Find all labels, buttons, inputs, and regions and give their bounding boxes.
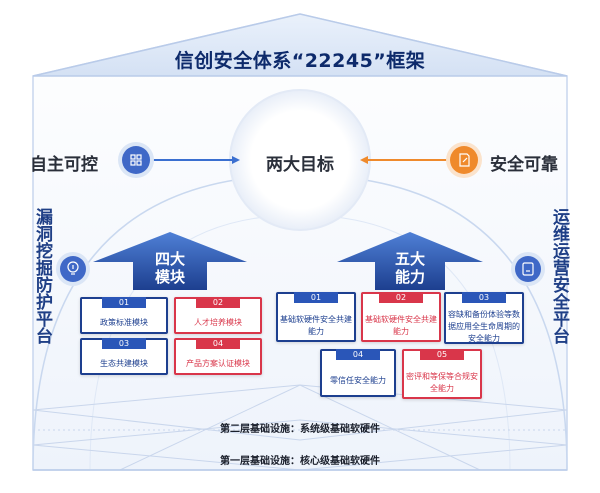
card-label: 人才培养模块 (194, 318, 242, 327)
card-label: 政策标准模块 (100, 318, 148, 327)
grid-icon (122, 146, 150, 174)
module-card-03: 03 生态共建模块 (80, 338, 168, 375)
card-line1: 容缺和备份体验等数 (448, 310, 520, 319)
card-number: 05 (420, 349, 464, 360)
capabilities-heading: 五大 能力 (375, 250, 445, 286)
capability-card-02: 02 基础软硬件安全共建 能力 (361, 292, 441, 342)
capabilities-heading-line1: 五大 (394, 250, 425, 268)
card-number: 02 (379, 292, 423, 303)
modules-heading: 四大 模块 (133, 250, 207, 286)
document-edit-icon (450, 146, 478, 174)
goal-right-label: 安全可靠 (490, 155, 558, 175)
badge-icon (515, 256, 541, 282)
capability-card-03: 03 容缺和备份体验等数 据应用全生命周期的 安全能力 (444, 292, 524, 344)
card-line1: 基础软硬件安全共建 (365, 315, 437, 324)
module-card-01: 01 政策标准模块 (80, 297, 168, 334)
page-title: 信创安全体系“22245”框架 (174, 50, 426, 72)
card-number: 02 (196, 297, 240, 308)
card-line2: 能力 (308, 327, 324, 336)
card-line1: 密评和等保等合规安 (406, 372, 478, 381)
card-label: 产品方案认证模块 (186, 359, 250, 368)
layer-second-label: 第二层基础设施：系统级基础软硬件 (220, 424, 380, 435)
capability-card-05: 05 密评和等保等合规安 全能力 (402, 349, 482, 399)
platform-right-label: 运维运营安全平台 (549, 208, 569, 344)
card-line2: 全能力 (430, 384, 454, 393)
module-card-02: 02 人才培养模块 (174, 297, 262, 334)
card-label: 生态共建模块 (100, 359, 148, 368)
card-number: 01 (102, 297, 146, 308)
card-number: 04 (196, 338, 240, 349)
module-card-04: 04 产品方案认证模块 (174, 338, 262, 375)
platform-left-label: 漏洞挖掘防护平台 (32, 208, 52, 344)
card-line2: 据应用全生命周期的 (448, 322, 520, 331)
card-number: 04 (336, 349, 380, 360)
goal-center-label: 两大目标 (266, 155, 334, 175)
card-line1: 零信任安全能力 (330, 376, 386, 385)
layer-first-label: 第一层基础设施：核心级基础软硬件 (220, 456, 380, 467)
card-line2: 能力 (393, 327, 409, 336)
card-number: 03 (462, 292, 506, 303)
capability-card-01: 01 基础软硬件安全共建 能力 (276, 292, 356, 342)
capabilities-heading-line2: 能力 (394, 268, 425, 286)
modules-heading-line2: 模块 (154, 268, 185, 286)
card-number: 01 (294, 292, 338, 303)
card-line3: 安全能力 (468, 334, 500, 343)
lightbulb-icon (60, 256, 86, 282)
card-number: 03 (102, 338, 146, 349)
goal-left-label: 自主可控 (30, 155, 98, 175)
card-line1: 基础软硬件安全共建 (280, 315, 352, 324)
capability-card-04: 04 零信任安全能力 (320, 349, 396, 397)
modules-heading-line1: 四大 (154, 250, 185, 268)
